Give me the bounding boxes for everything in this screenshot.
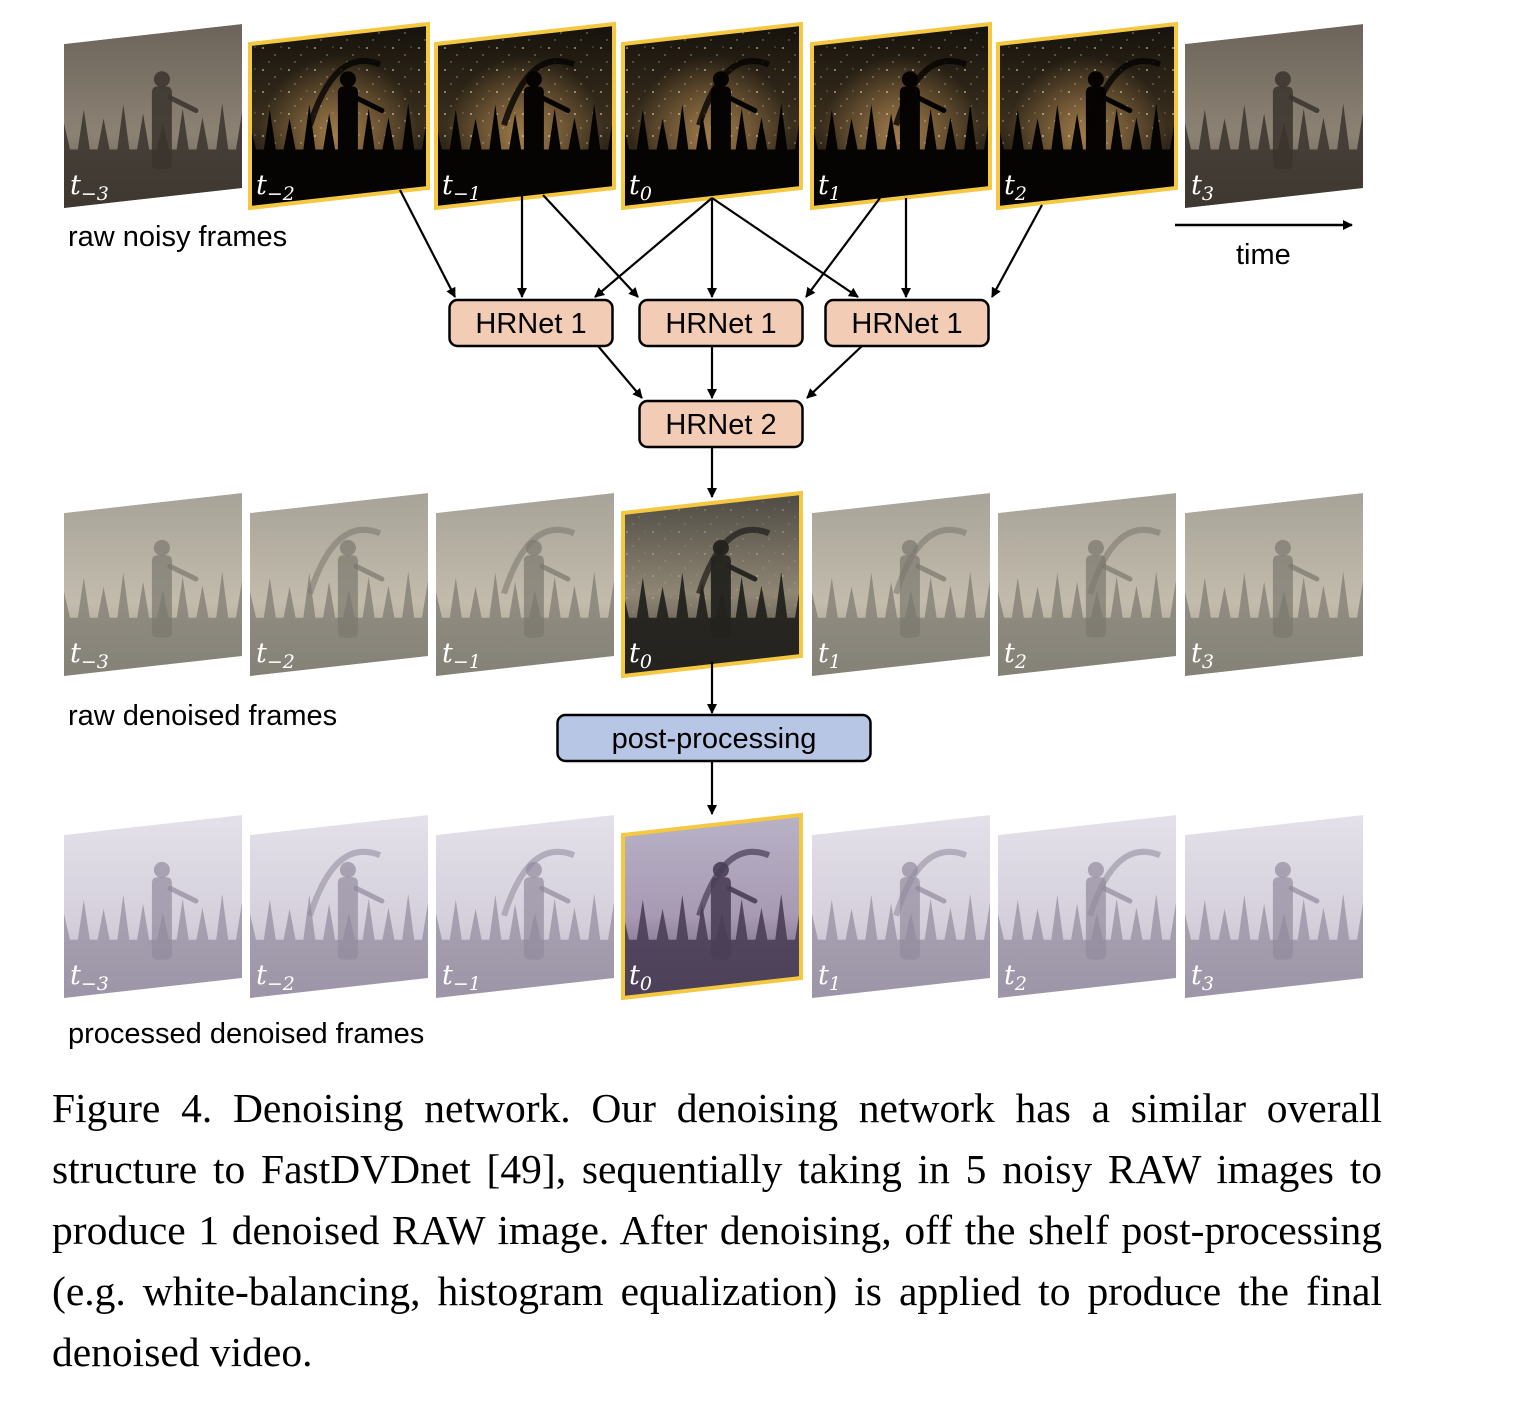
frame-time-label: t0 — [629, 960, 652, 995]
hrnet1-node-1: HRNet 1 — [448, 298, 614, 348]
frame-time-label: t−2 — [256, 170, 295, 205]
frame-raw-noisy-6: t3 — [1185, 24, 1363, 208]
frame-time-label: t3 — [1191, 960, 1214, 995]
denoising-network-diagram: raw noisy frames raw denoised frames proce… — [64, 21, 1363, 1050]
figure-caption: Figure 4. Denoising network. Our denoisi… — [52, 1085, 1382, 1375]
frame-processed-denoised-6: t3 — [1185, 815, 1363, 998]
post-processing-node-label: post-processing — [612, 723, 817, 755]
hrnet2-node: HRNet 2 — [638, 399, 804, 449]
flow-arrow — [711, 197, 859, 298]
frame-raw-denoised-3: t0 — [621, 490, 803, 679]
frame-time-label: t−2 — [256, 960, 295, 995]
hrnet1-node-2-label: HRNet 1 — [665, 308, 776, 340]
frame-raw-denoised-4: t1 — [812, 493, 990, 676]
hrnet1-node-2: HRNet 1 — [638, 298, 804, 348]
frame-time-label: t−1 — [442, 170, 481, 205]
frame-raw-noisy-0: t−3 — [64, 24, 242, 208]
frame-raw-noisy-3: t0 — [621, 21, 803, 211]
frame-raw-denoised-0: t−3 — [64, 493, 242, 676]
frame-processed-denoised-5: t2 — [998, 815, 1176, 998]
row-label-raw-noisy: raw noisy frames — [68, 221, 287, 253]
frame-time-label: t−1 — [442, 960, 481, 995]
flow-arrow — [991, 204, 1043, 298]
frame-time-label: t2 — [1004, 638, 1027, 673]
frame-time-label: t2 — [1004, 170, 1027, 205]
frame-raw-noisy-5: t2 — [996, 21, 1178, 211]
frame-processed-denoised-1: t−2 — [250, 815, 428, 998]
frame-processed-denoised-0: t−3 — [64, 815, 242, 998]
hrnet1-node-3-label: HRNet 1 — [851, 308, 962, 340]
flow-arrow — [594, 197, 713, 298]
frame-time-label: t−2 — [256, 638, 295, 673]
frame-raw-denoised-6: t3 — [1185, 493, 1363, 676]
frame-time-label: t0 — [629, 170, 652, 205]
frame-raw-denoised-2: t−1 — [436, 493, 614, 676]
hrnet2-node-label: HRNet 2 — [665, 409, 776, 441]
flow-arrow — [805, 197, 881, 298]
frame-time-label: t1 — [818, 638, 841, 673]
frame-time-label: t−3 — [70, 960, 109, 995]
frame-raw-noisy-1: t−2 — [248, 21, 430, 211]
flow-arrow — [542, 194, 639, 298]
frame-raw-denoised-5: t2 — [998, 493, 1176, 676]
flow-arrow — [399, 189, 456, 298]
time-axis-label: time — [1236, 239, 1291, 271]
row-label-processed-denoised: processed denoised frames — [68, 1018, 424, 1050]
flow-arrow — [597, 345, 643, 399]
frame-time-label: t2 — [1004, 960, 1027, 995]
frame-raw-denoised-1: t−2 — [250, 493, 428, 676]
frame-time-label: t3 — [1191, 638, 1214, 673]
frame-processed-denoised-4: t1 — [812, 815, 990, 998]
hrnet1-node-1-label: HRNet 1 — [475, 308, 586, 340]
frame-time-label: t1 — [818, 170, 841, 205]
frame-time-label: t1 — [818, 960, 841, 995]
time-axis: time — [1175, 220, 1353, 271]
frame-time-label: t0 — [629, 638, 652, 673]
row-label-raw-denoised: raw denoised frames — [68, 700, 337, 732]
frame-processed-denoised-3: t0 — [621, 812, 803, 1001]
frame-time-label: t−1 — [442, 638, 481, 673]
frame-time-label: t3 — [1191, 170, 1214, 205]
post-processing-node: post-processing — [556, 713, 872, 763]
frame-time-label: t−3 — [70, 638, 109, 673]
frame-processed-denoised-2: t−1 — [436, 815, 614, 998]
hrnet1-node-3: HRNet 1 — [824, 298, 990, 348]
frame-raw-noisy-4: t1 — [810, 21, 992, 211]
frame-time-label: t−3 — [70, 170, 109, 205]
frame-raw-noisy-2: t−1 — [434, 21, 616, 211]
flow-arrow — [806, 345, 863, 399]
